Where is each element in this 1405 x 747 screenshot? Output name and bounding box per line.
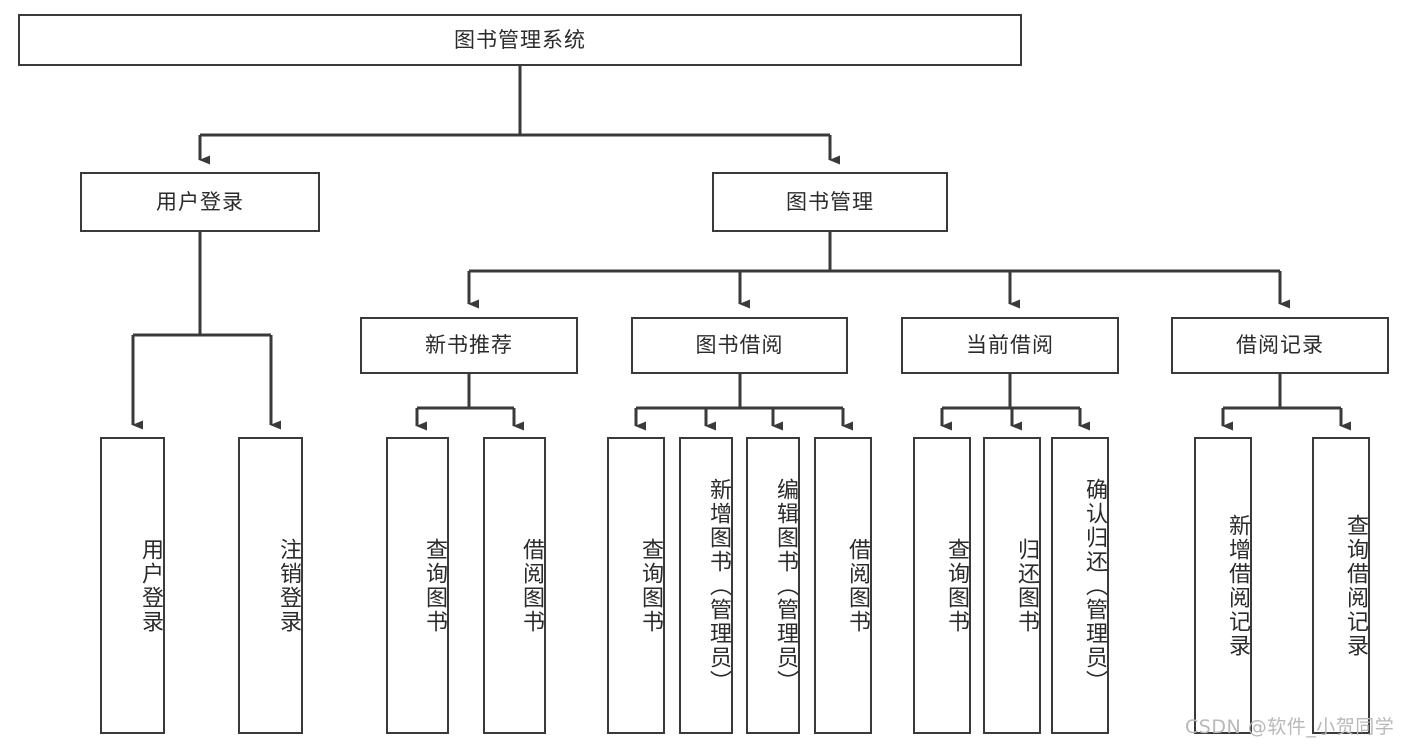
node-leaf-12[interactable]: 查询借阅记录: [1312, 437, 1370, 734]
node-level2-1[interactable]: 图书管理: [712, 172, 948, 232]
node-level3-0[interactable]: 新书推荐: [360, 317, 578, 374]
node-level3-2[interactable]: 当前借阅: [901, 317, 1119, 374]
node-leaf-5[interactable]: 新增图书（管理员）: [679, 437, 733, 734]
node-level2-0[interactable]: 用户登录: [80, 172, 320, 232]
node-leaf-6[interactable]: 编辑图书（管理员）: [746, 437, 800, 734]
node-leaf-10[interactable]: 确认归还（管理员）: [1051, 437, 1109, 734]
node-leaf-11[interactable]: 新增借阅记录: [1194, 437, 1252, 734]
node-level3-1[interactable]: 图书借阅: [631, 317, 848, 374]
node-leaf-0[interactable]: 用户登录: [100, 437, 165, 734]
node-leaf-8[interactable]: 查询图书: [913, 437, 971, 734]
node-leaf-2[interactable]: 查询图书: [386, 437, 449, 734]
node-leaf-9[interactable]: 归还图书: [983, 437, 1041, 734]
node-root[interactable]: 图书管理系统: [18, 14, 1022, 66]
node-leaf-4[interactable]: 查询图书: [607, 437, 665, 734]
node-leaf-1[interactable]: 注销登录: [238, 437, 303, 734]
node-leaf-7[interactable]: 借阅图书: [814, 437, 872, 734]
node-leaf-3[interactable]: 借阅图书: [483, 437, 546, 734]
watermark-label: CSDN @软件_小贺同学: [1185, 716, 1395, 738]
node-level3-3[interactable]: 借阅记录: [1171, 317, 1389, 374]
